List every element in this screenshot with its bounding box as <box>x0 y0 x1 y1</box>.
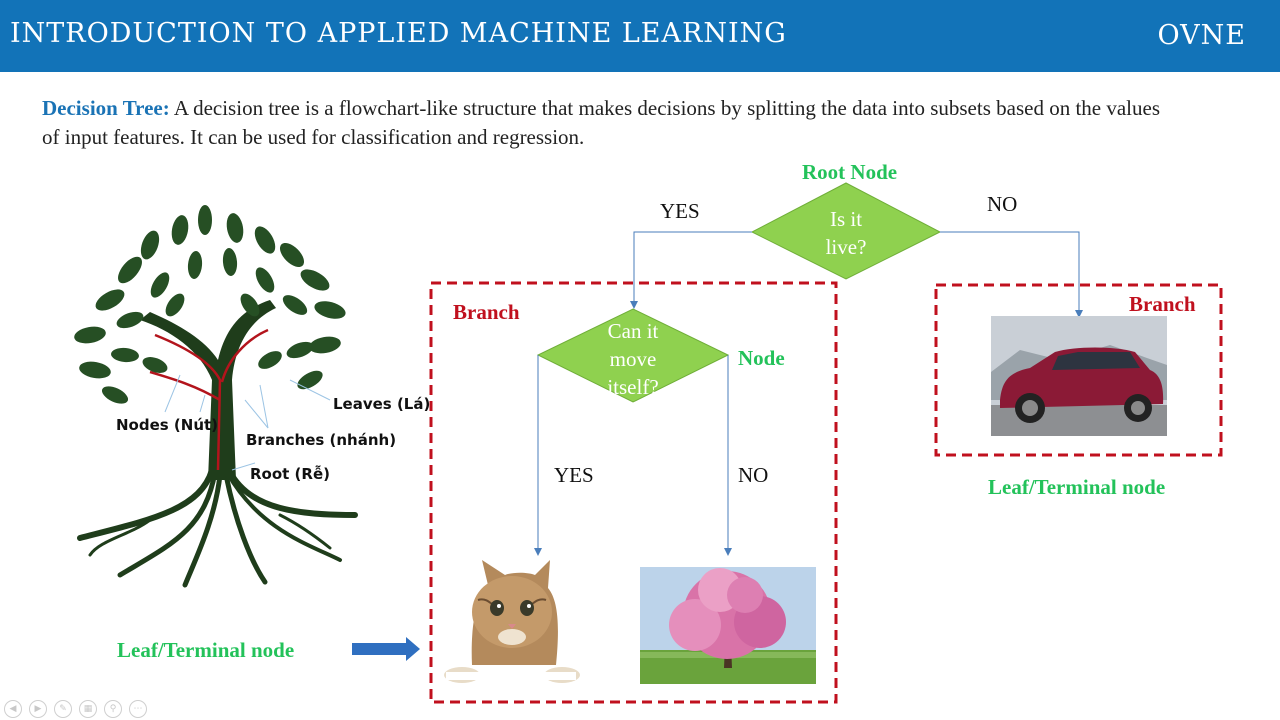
tree-leaves <box>74 205 346 404</box>
flowchart <box>352 182 1223 704</box>
node-question: Can it move itself? <box>583 317 683 401</box>
right-branch-label: Branch <box>1129 292 1196 316</box>
connector-root-no <box>940 231 1083 318</box>
tree-pointer-lines <box>164 374 331 471</box>
node-question-line3: itself? <box>607 375 659 399</box>
title-bar: INTRODUCTION TO APPLIED MACHINE LEARNING… <box>0 0 1280 72</box>
root-yes-label: YES <box>660 199 700 223</box>
pen-icon[interactable]: ✎ <box>54 700 72 718</box>
right-branch-box <box>934 283 1223 457</box>
root-decision-diamond <box>750 182 942 280</box>
tree-roots <box>77 467 358 588</box>
connector-root-yes <box>630 231 752 309</box>
root-no-label: NO <box>987 192 1018 216</box>
slide-title: INTRODUCTION TO APPLIED MACHINE LEARNING <box>10 18 787 49</box>
left-branch-box <box>429 281 838 704</box>
tree-label-branches: Branches (nhánh) <box>246 431 397 449</box>
tree-trunk <box>140 300 276 480</box>
car-picture <box>991 316 1167 436</box>
node-question-line1: Can it <box>607 319 659 343</box>
tree-illustration <box>74 205 358 588</box>
root-node-label: Root Node <box>802 160 898 184</box>
blossom-tree-picture <box>640 567 816 684</box>
more-options-icon[interactable]: ⋯ <box>129 700 147 718</box>
tree-label-leaves: Leaves (Lá) <box>333 395 431 413</box>
node-decision-diamond <box>536 308 730 403</box>
intro-text: A decision tree is a flowchart-like stru… <box>42 96 1161 149</box>
node-question-line2: move <box>609 347 657 371</box>
next-slide-icon[interactable]: ▶ <box>29 700 47 718</box>
brand-logo-text: OVNE <box>1157 20 1246 51</box>
slides-grid-icon[interactable]: ▦ <box>79 700 97 718</box>
intro-paragraph: Decision Tree: A decision tree is a flow… <box>42 94 1182 152</box>
tree-label-root: Root (Rễ) <box>250 465 330 483</box>
node-yes-label: YES <box>554 463 594 487</box>
intro-term: Decision Tree: <box>42 96 170 120</box>
root-question-line2: live? <box>825 235 867 259</box>
tree-label-nodes: Nodes (Nút) <box>116 416 219 434</box>
cat-picture <box>444 560 580 683</box>
node-no-label: NO <box>738 463 769 487</box>
zoom-icon[interactable]: ⚲ <box>104 700 122 718</box>
root-question: Is it live? <box>796 205 896 261</box>
left-leaf-label: Leaf/Terminal node <box>117 638 295 662</box>
leaf-pointer-arrow <box>352 637 420 661</box>
node-label: Node <box>738 346 785 370</box>
right-leaf-label: Leaf/Terminal node <box>988 475 1166 499</box>
previous-slide-icon[interactable]: ◀ <box>4 700 22 718</box>
left-branch-label: Branch <box>453 300 520 324</box>
root-question-line1: Is it <box>829 207 863 231</box>
